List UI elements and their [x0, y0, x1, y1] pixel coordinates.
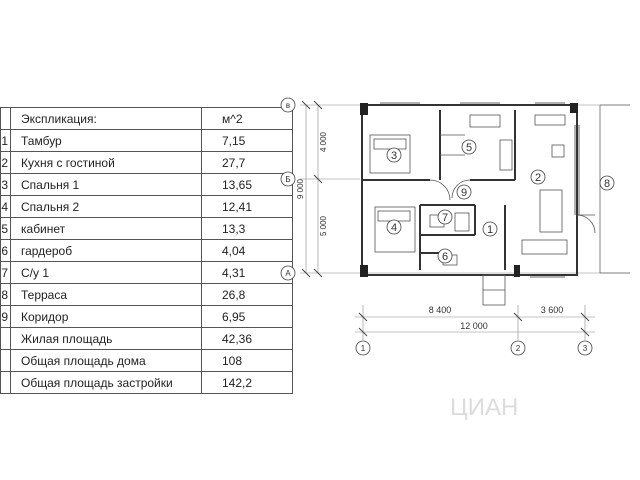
- total-name: Общая площадь застройки: [10, 371, 202, 394]
- table-row: 2 Кухня с гостиной 27,7: [0, 151, 293, 174]
- col-axes: 1 2 3: [355, 340, 593, 356]
- room-label-2: 2: [535, 172, 541, 184]
- doors: [429, 179, 596, 306]
- row-name: Кухня с гостиной: [10, 151, 202, 174]
- walls: [361, 104, 578, 276]
- table-row: 7 С/у 1 4,31: [0, 261, 293, 284]
- axis-bubble: [355, 340, 371, 356]
- room-label-4: 4: [391, 222, 397, 234]
- room-label-circle: [437, 248, 453, 264]
- row-num: 1: [0, 129, 11, 152]
- row-num: [0, 371, 11, 394]
- room-label-circle: [456, 184, 472, 200]
- row-name: кабинет: [10, 217, 202, 240]
- room-label-9: 9: [461, 187, 467, 199]
- room-label-circle: [530, 169, 546, 185]
- axis-label-3: 3: [583, 344, 588, 353]
- row-name: С/у 1: [10, 261, 202, 284]
- row-num: 4: [0, 195, 11, 218]
- table-total-row: Общая площадь застройки 142,2: [0, 371, 293, 394]
- axis-bubble: [280, 171, 296, 187]
- room-label-circle: [461, 139, 477, 155]
- dim-right: 3 600: [541, 305, 564, 315]
- row-num: 6: [0, 239, 11, 262]
- row-name: Спальня 1: [10, 173, 202, 196]
- table-total-row: Общая площадь дома 108: [0, 349, 293, 372]
- room-label-7: 7: [442, 212, 448, 224]
- room-label-3: 3: [391, 150, 397, 162]
- row-value: 12,41: [201, 195, 293, 218]
- row-num: 9: [0, 305, 11, 328]
- table-header-num: [0, 107, 11, 130]
- row-axes: в Б А: [280, 97, 296, 281]
- row-name: Коридор: [10, 305, 202, 328]
- row-value: 26,8: [201, 283, 293, 306]
- axis-label-1: 1: [361, 344, 366, 353]
- dim-bottom: 5 000: [319, 215, 328, 236]
- axis-bubble: [510, 340, 526, 356]
- dim-left: 8 400: [429, 305, 452, 315]
- room-label-5: 5: [466, 142, 472, 154]
- total-value: 142,2: [201, 371, 293, 394]
- dim-total: 12 000: [460, 321, 488, 331]
- axis-bubble: [280, 265, 296, 281]
- wall-blocks: [360, 103, 578, 277]
- axis-bubble: [577, 340, 593, 356]
- table-row: 1 Тамбур 7,15: [0, 129, 293, 152]
- row-name: гардероб: [10, 239, 202, 262]
- row-name: Тамбур: [10, 129, 202, 152]
- row-name: Спальня 2: [10, 195, 202, 218]
- axis-label-v: в: [286, 101, 290, 110]
- total-name: Жилая площадь: [10, 327, 202, 350]
- row-name: Терраса: [10, 283, 202, 306]
- windows: [380, 102, 580, 278]
- floor-plan: 3 4 5 2 9 1 7 6 8 в Б А 1 2 3 8 400 3 60…: [280, 97, 630, 421]
- room-label-circle: [386, 219, 402, 235]
- axis-label-a: А: [285, 269, 291, 278]
- axis-label-b: Б: [285, 175, 290, 184]
- row-num: 2: [0, 151, 11, 174]
- axis-label-2: 2: [516, 344, 521, 353]
- table-row: 8 Терраса 26,8: [0, 283, 293, 306]
- table-row: 6 гардероб 4,04: [0, 239, 293, 262]
- table-header-name: Экспликация:: [10, 107, 202, 130]
- room-label-1: 1: [487, 224, 493, 236]
- room-label-circle: [482, 221, 498, 237]
- furniture: [369, 114, 568, 266]
- total-name: Общая площадь дома: [10, 349, 202, 372]
- table-total-row: Жилая площадь 42,36: [0, 327, 293, 350]
- row-num: [0, 349, 11, 372]
- row-num: 3: [0, 173, 11, 196]
- row-num: 5: [0, 217, 11, 240]
- room-labels: 3 4 5 2 9 1 7 6 8: [386, 139, 615, 264]
- table-row: 9 Коридор 6,95: [0, 305, 293, 328]
- dim-height-total: 9 000: [296, 178, 305, 199]
- explication-table: Экспликация: м^2 1 Тамбур 7,15 2 Кухня с…: [0, 107, 293, 394]
- dim-top: 4 000: [319, 131, 328, 152]
- axis-bubble: [280, 97, 296, 113]
- room-label-circle: [437, 209, 453, 225]
- table-row: 4 Спальня 2 12,41: [0, 195, 293, 218]
- row-num: [0, 327, 11, 350]
- room-label-circle: [386, 147, 402, 163]
- table-header-row: Экспликация: м^2: [0, 107, 293, 130]
- terrace: [599, 104, 630, 274]
- room-label-8: 8: [604, 178, 610, 190]
- room-label-circle: [599, 175, 615, 191]
- row-num: 8: [0, 283, 11, 306]
- row-num: 7: [0, 261, 11, 284]
- table-row: 3 Спальня 1 13,65: [0, 173, 293, 196]
- room-label-6: 6: [442, 251, 448, 263]
- table-row: 5 кабинет 13,3: [0, 217, 293, 240]
- dimension-ticks: [301, 100, 590, 337]
- watermark: ЦИАН: [450, 394, 518, 421]
